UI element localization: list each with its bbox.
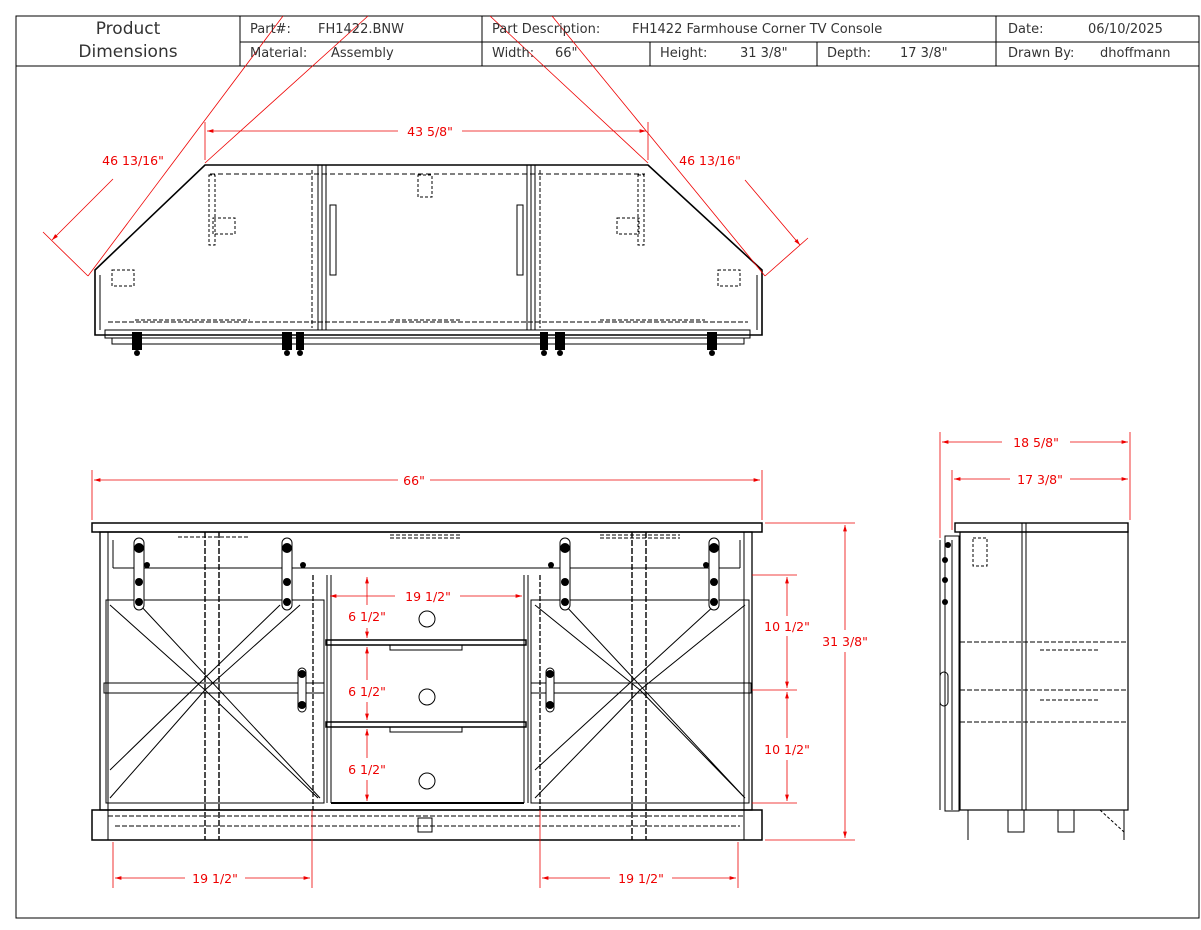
front-left-door-width-label: 19 1/2"	[192, 871, 238, 886]
date-label: Date:	[1008, 22, 1044, 37]
front-view: 66" 31 3/8" 10 1/2" 10 1/2" 19 1/2" 6 1/…	[91, 470, 868, 888]
front-upper-door-height-label: 10 1/2"	[764, 619, 810, 634]
description-value: FH1422 Farmhouse Corner TV Console	[632, 22, 883, 37]
width-value: 66"	[555, 46, 578, 61]
depth-label: Depth:	[827, 46, 871, 61]
top-view-dimension-lines	[42, 15, 809, 277]
side-body-depth-label: 17 3/8"	[1017, 472, 1063, 487]
side-overall-depth-label: 18 5/8"	[1013, 435, 1059, 450]
part-label: Part#:	[250, 22, 291, 37]
side-view: 18 5/8" 17 3/8"	[939, 432, 1131, 840]
barn-door-hardware	[133, 537, 720, 713]
front-lower-door-height-label: 10 1/2"	[764, 742, 810, 757]
description-label: Part Description:	[492, 22, 601, 37]
width-label: Width:	[492, 46, 535, 61]
front-shelf-spacing-middle-label: 6 1/2"	[348, 684, 386, 699]
drawn-by-label: Drawn By:	[1008, 46, 1075, 61]
front-overall-width-label: 66"	[403, 473, 425, 488]
material-label: Material:	[250, 46, 308, 61]
title-line-1: Product	[95, 19, 161, 39]
front-shelf-spacing-bottom-label: 6 1/2"	[348, 762, 386, 777]
top-right-diagonal-label: 46 13/16"	[679, 153, 741, 168]
front-overall-height-label: 31 3/8"	[822, 634, 868, 649]
depth-value: 17 3/8"	[900, 46, 948, 61]
height-value: 31 3/8"	[740, 46, 788, 61]
title-block	[15, 15, 1200, 919]
date-value: 06/10/2025	[1088, 22, 1163, 37]
drawn-by-value: dhoffmann	[1100, 46, 1171, 61]
side-view-dimension-lines	[939, 432, 1131, 538]
top-back-width-label: 43 5/8"	[407, 124, 453, 139]
front-view-dimension-lines	[91, 470, 855, 888]
front-right-door-width-label: 19 1/2"	[618, 871, 664, 886]
material-value: Assembly	[331, 46, 394, 61]
part-value: FH1422.BNW	[318, 22, 404, 37]
front-shelf-spacing-top-label: 6 1/2"	[348, 609, 386, 624]
title-line-2: Dimensions	[78, 42, 178, 62]
top-view: 43 5/8" 46 13/16" 46 13/16"	[42, 15, 809, 356]
top-left-diagonal-label: 46 13/16"	[102, 153, 164, 168]
height-label: Height:	[660, 46, 708, 61]
top-view-hardware	[132, 332, 717, 356]
front-center-opening-width-label: 19 1/2"	[405, 589, 451, 604]
